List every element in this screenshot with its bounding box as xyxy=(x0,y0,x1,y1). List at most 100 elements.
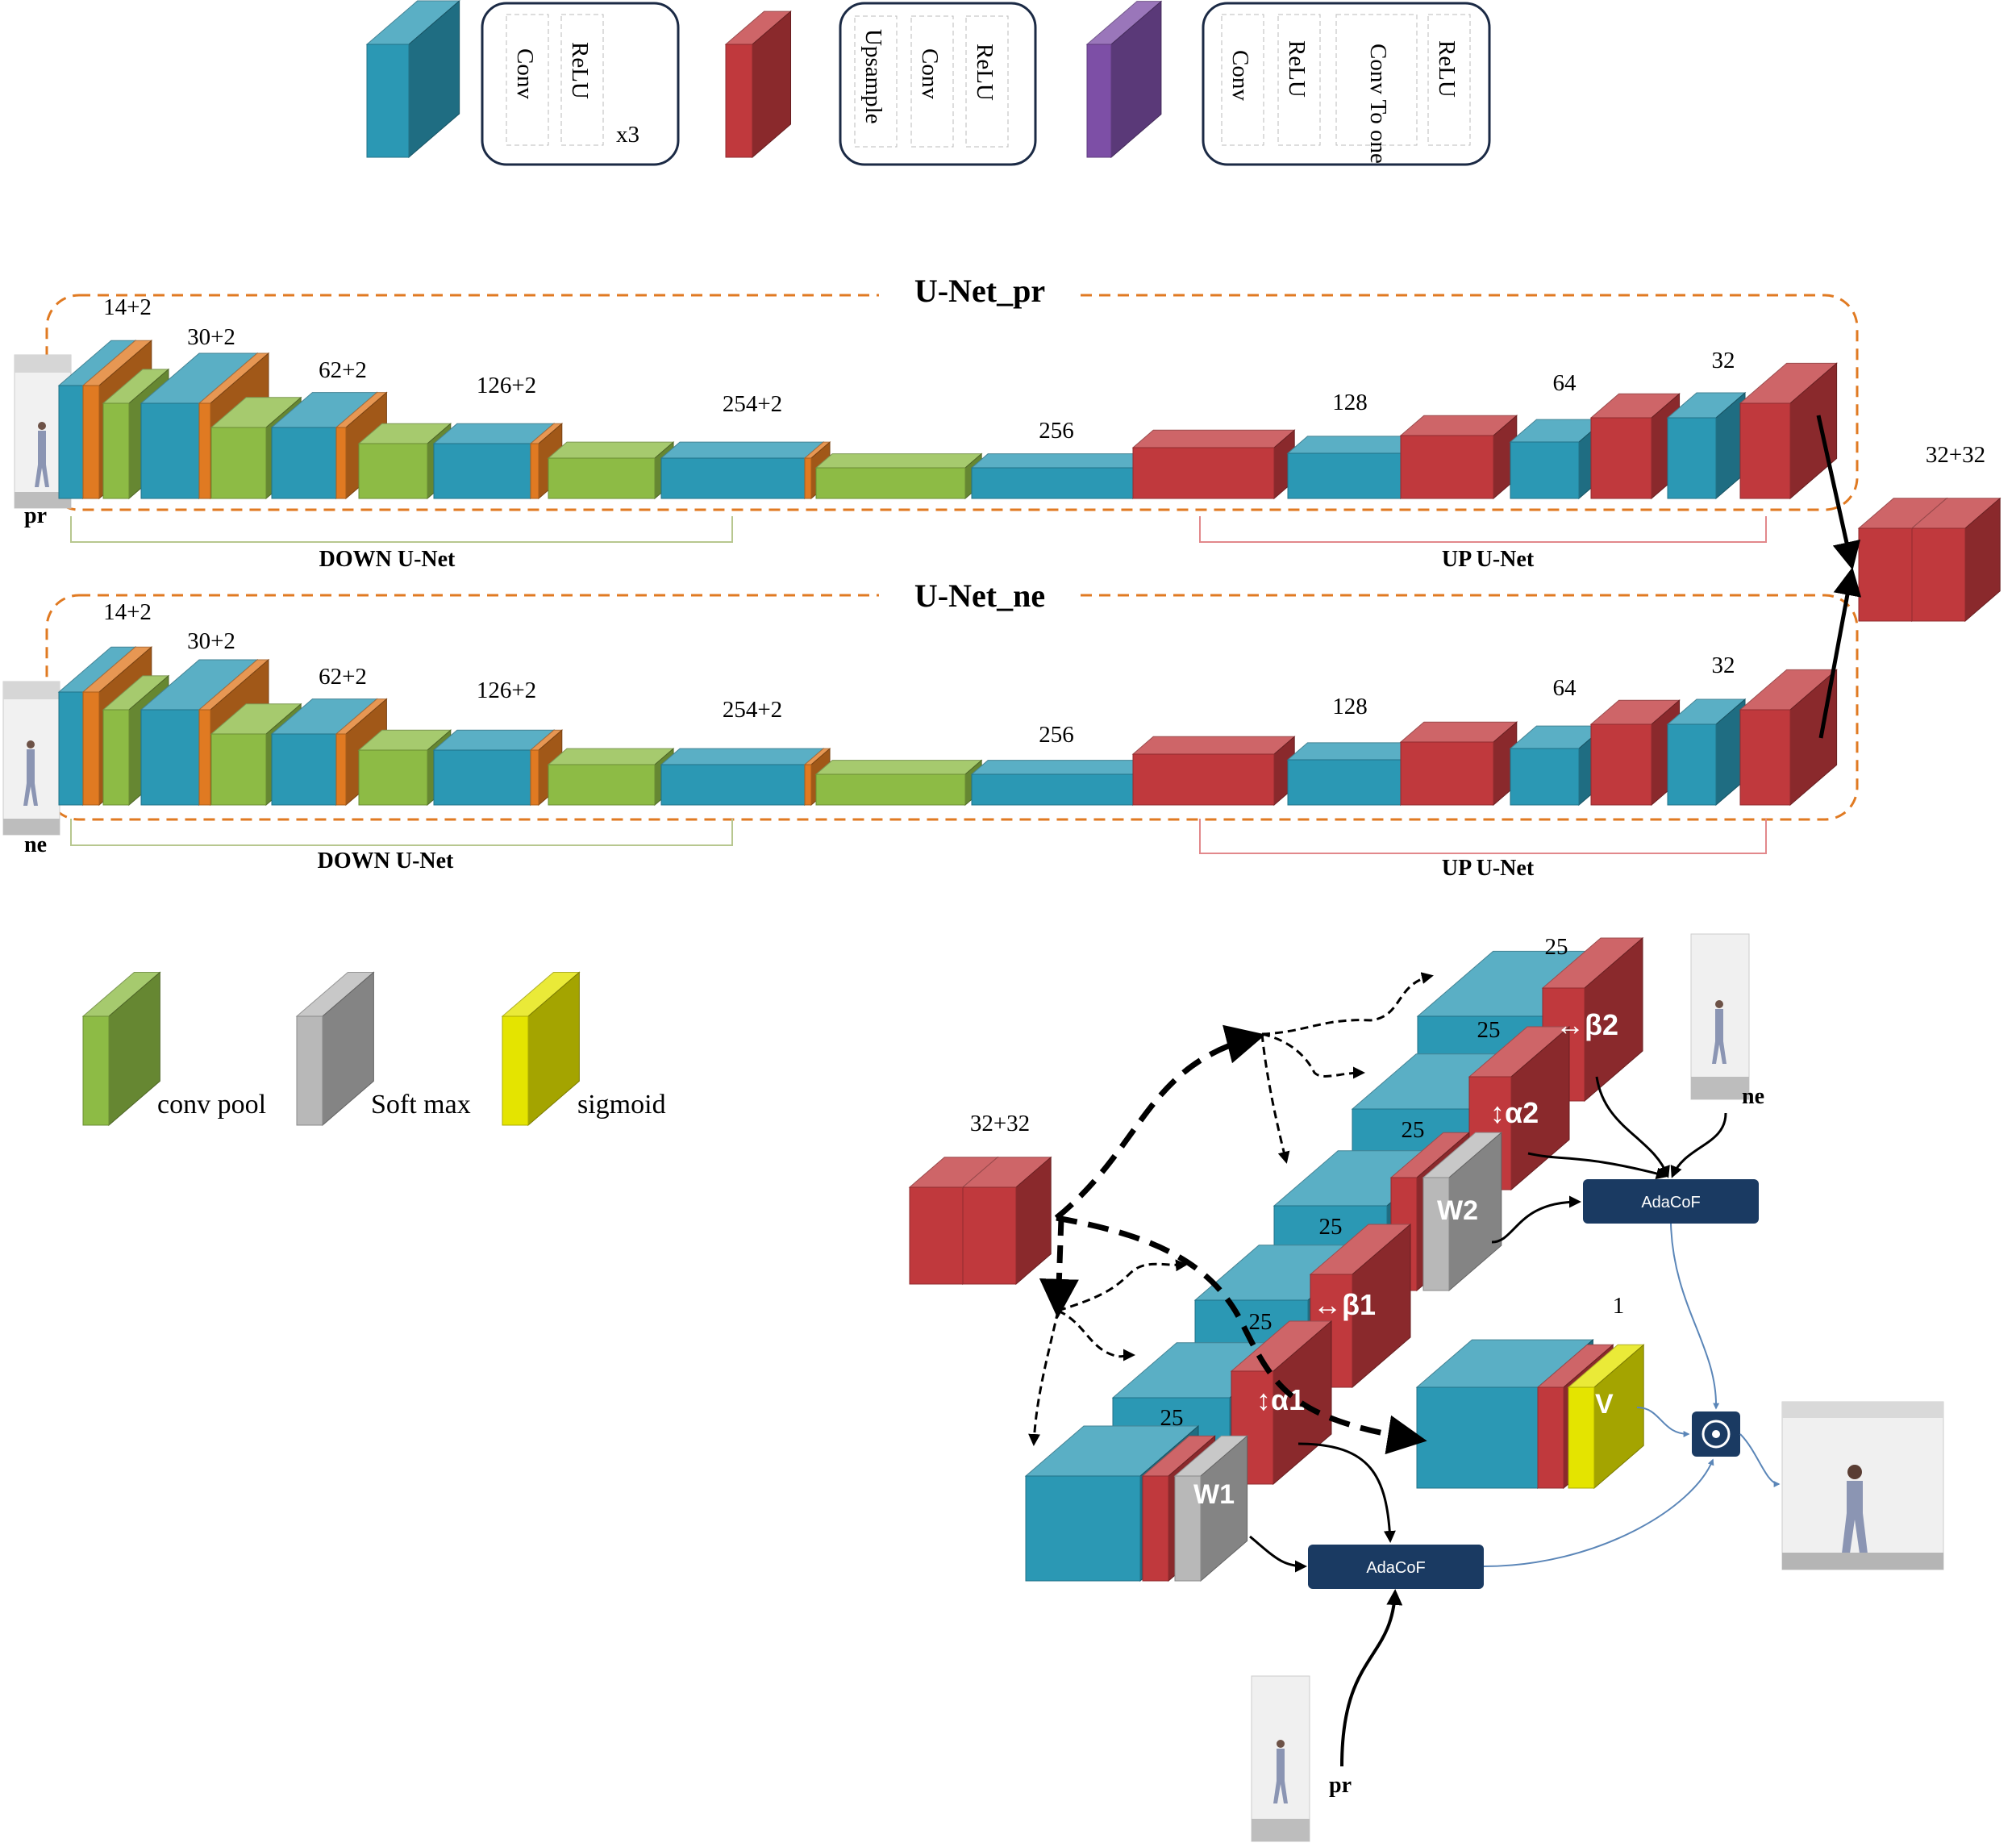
w1-softmax xyxy=(1173,1435,1248,1582)
unet-ne-title: U-Net_ne xyxy=(914,578,1045,614)
layer-green-8 xyxy=(357,729,452,807)
subnet-concat-block-2-shape xyxy=(961,1156,1052,1286)
block-front-face xyxy=(58,691,84,806)
legend-op-relu: ReLU xyxy=(567,42,593,99)
arrow-dash xyxy=(1261,972,1434,1036)
block-front-face xyxy=(1400,741,1494,806)
num-label: 25 xyxy=(1319,1214,1343,1240)
legend-gray-block-shape xyxy=(295,971,375,1127)
beta2-text: β2 xyxy=(1585,1008,1618,1041)
v-symbol: V xyxy=(1595,1389,1614,1420)
legend-green-block-shape xyxy=(81,971,161,1127)
down-label-ne: DOWN U-Net xyxy=(318,849,454,874)
concat-label: 32+32 xyxy=(1926,442,1985,468)
layer-red-18 xyxy=(1399,415,1518,500)
layer-blue-15 xyxy=(970,452,1151,500)
block-front-face xyxy=(296,1015,323,1126)
block-front-face xyxy=(102,402,130,499)
legend-op-box xyxy=(1427,14,1471,146)
unet-pr-title-bg xyxy=(879,270,1081,319)
channel-label: 32 xyxy=(1712,348,1735,373)
legend-repeat: x3 xyxy=(616,122,639,148)
legend-purple-block-shape xyxy=(1085,0,1163,159)
arrow-w1-to-adacof xyxy=(1249,1535,1307,1573)
layer-blue-21 xyxy=(1666,698,1747,807)
down-bracket-pr xyxy=(70,516,733,543)
block-front-face xyxy=(1132,753,1275,806)
v-sigmoid xyxy=(1567,1344,1645,1490)
channel-label: 30+2 xyxy=(187,628,235,654)
layer-blue-15 xyxy=(970,759,1151,807)
channel-label: 62+2 xyxy=(319,357,367,383)
legend-red-box xyxy=(839,2,1037,166)
arrow-v-to-odot xyxy=(1636,1407,1690,1437)
block-top-face xyxy=(547,748,675,765)
arrow-dash xyxy=(1261,1032,1365,1079)
channel-label: 256 xyxy=(1039,418,1074,444)
layer-red-22 xyxy=(1739,669,1838,807)
num-label: 25 xyxy=(1545,934,1568,960)
block-front-face xyxy=(815,467,966,499)
block-front-face xyxy=(1142,1475,1169,1582)
adacof-box-bottom xyxy=(1308,1545,1484,1589)
block-front-face xyxy=(358,749,428,806)
block-front-face xyxy=(660,764,806,806)
legend-blue-block xyxy=(365,0,460,159)
block-front-face xyxy=(366,44,410,158)
layer-red-20 xyxy=(1589,393,1681,500)
block-top-face xyxy=(660,748,825,765)
legend-purple-box xyxy=(1202,2,1491,166)
block-front-face xyxy=(962,1186,1017,1285)
up-label-ne: UP U-Net xyxy=(1442,856,1535,881)
arrow-dash xyxy=(1262,975,1429,1034)
beta2-symbol: ↔β2 xyxy=(1556,1008,1618,1041)
legend-op-box xyxy=(1221,14,1264,146)
arrow-adacof-bottom-to-odot xyxy=(1483,1458,1714,1567)
block-front-face xyxy=(58,385,84,499)
block-front-face xyxy=(530,749,539,806)
legend-bottom: conv pool Soft max sigmoid xyxy=(81,971,666,1127)
block-front-face xyxy=(660,457,806,499)
unet-pr: U-Net_pr pr 14+2 30+2 62+2 126+2 254+2 2… xyxy=(14,270,1859,572)
legend-red-block-shape xyxy=(724,10,792,159)
alpha2-symbol: ↕α2 xyxy=(1490,1096,1539,1129)
block-front-face xyxy=(548,764,656,806)
block-front-face xyxy=(909,1186,964,1285)
layer-blue-21 xyxy=(1666,391,1747,500)
ne-thumb-image xyxy=(1690,933,1750,1100)
block-front-face xyxy=(1086,44,1112,158)
block-front-face xyxy=(1667,417,1717,499)
legend-op-box xyxy=(506,14,549,146)
block-front-face xyxy=(815,773,966,806)
subnet-concat-label: 32+32 xyxy=(970,1111,1030,1136)
arrow-odot-to-output xyxy=(1739,1433,1781,1487)
channel-labels-pr: 14+2 30+2 62+2 126+2 254+2 256 128 64 32 xyxy=(103,294,1735,444)
block-front-face xyxy=(102,709,130,806)
block-front-face xyxy=(82,691,100,806)
layer-green-11 xyxy=(547,748,675,807)
beta2-head xyxy=(1541,936,1644,1103)
unet-pr-title: U-Net_pr xyxy=(914,273,1045,309)
channel-label: 64 xyxy=(1553,370,1577,396)
legend-op-box xyxy=(1277,14,1321,146)
legend-op-conv-to-one-text: Conv To one xyxy=(1365,44,1391,164)
block-front-face xyxy=(1510,748,1580,806)
adacof-label-top: AdaCoF xyxy=(1641,1194,1700,1211)
block-top-face xyxy=(547,441,675,459)
block-front-face xyxy=(1287,759,1402,806)
adacof-label-bottom: AdaCoF xyxy=(1366,1559,1425,1577)
down-label-pr: DOWN U-Net xyxy=(319,547,456,572)
block-front-face xyxy=(1858,527,1913,622)
block-front-face xyxy=(804,764,812,806)
channel-label: 62+2 xyxy=(319,664,367,690)
legend-yellow-label: sigmoid xyxy=(577,1090,666,1120)
block-top-face xyxy=(814,760,983,775)
legend-op-conv: Conv xyxy=(1227,50,1253,101)
subnet-concat-block-2 xyxy=(961,1156,1052,1286)
legend-op-conv: Conv xyxy=(512,48,538,99)
adacof-box-top xyxy=(1583,1179,1759,1224)
block-front-face xyxy=(1400,435,1494,499)
channel-labels-ne: 14+2 30+2 62+2 126+2 254+2 256 128 64 32 xyxy=(103,599,1735,748)
block-front-face xyxy=(82,1015,110,1126)
